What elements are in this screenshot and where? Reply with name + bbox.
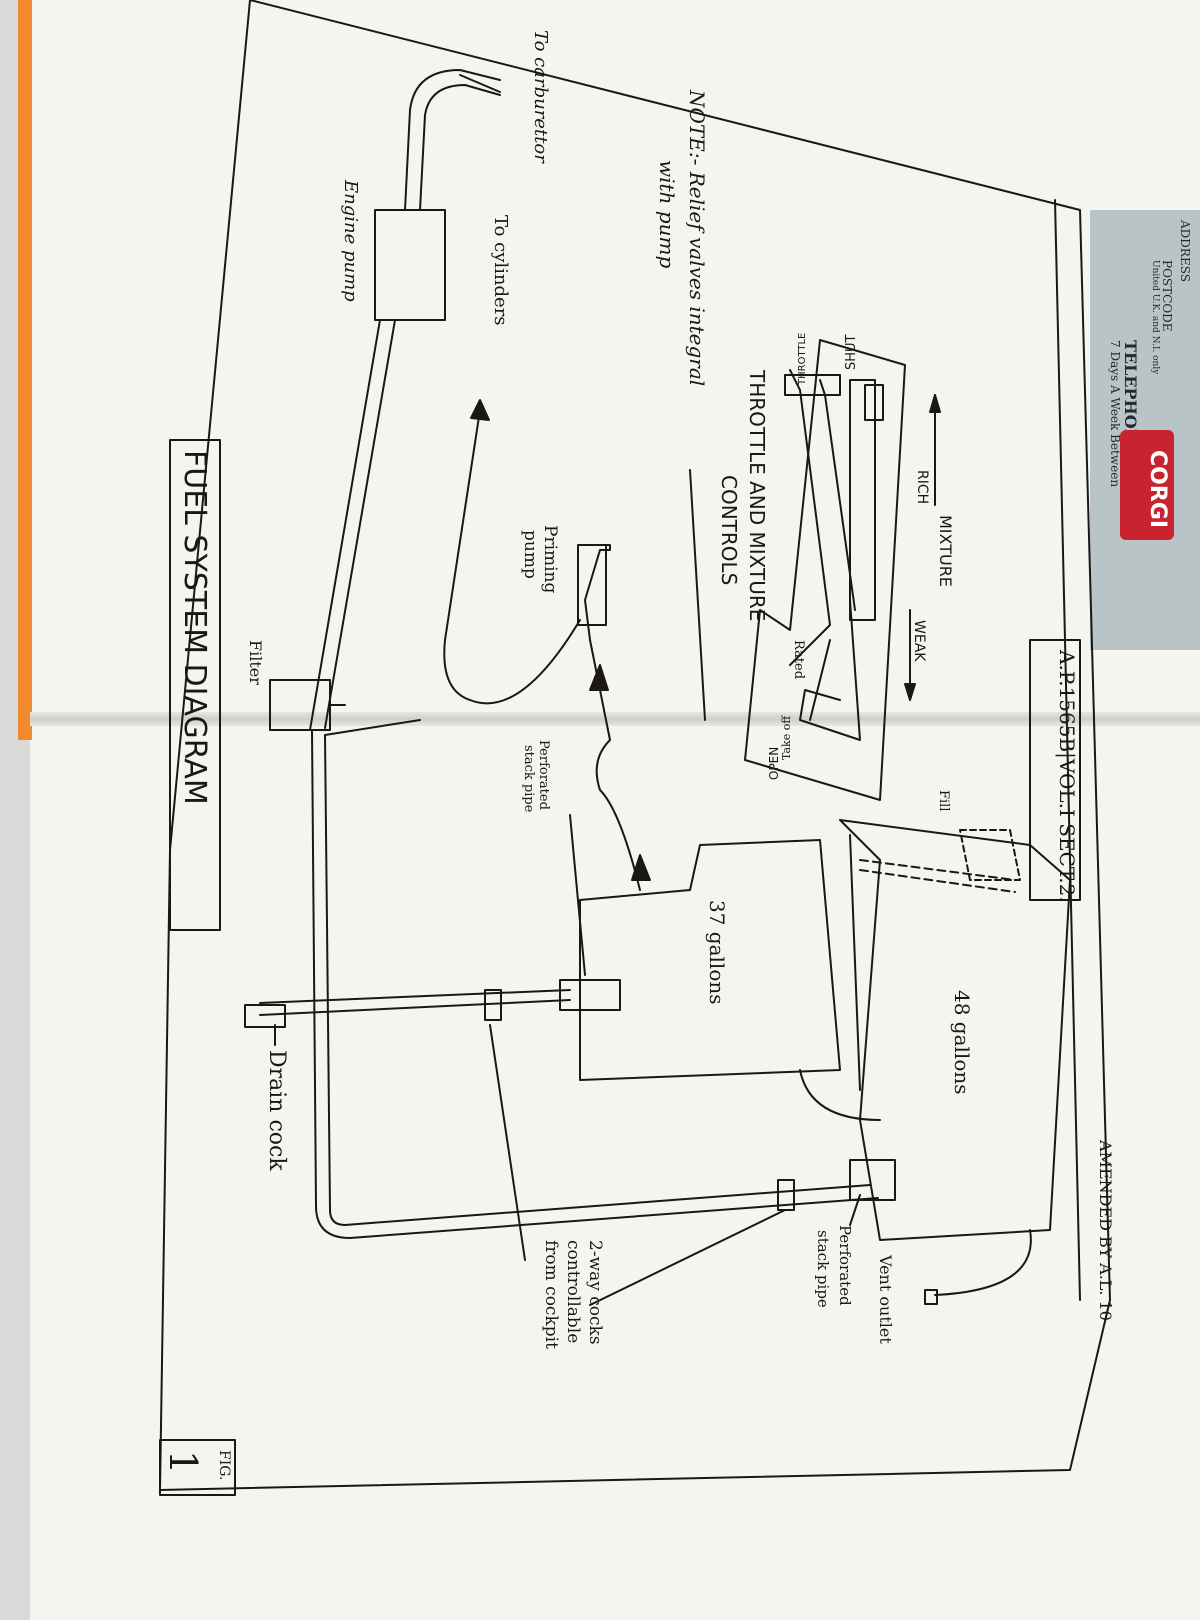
upper-stack-label-1: Perforated xyxy=(836,1225,854,1306)
cocks-label-1: 2-way cocks xyxy=(585,1240,605,1345)
publication-text: A.P.1565B|VOL.I SECT.2. xyxy=(1054,649,1079,903)
controls-title-1: THROTTLE AND MIXTURE xyxy=(745,369,769,621)
pump-to-carburettor-line xyxy=(404,69,501,211)
filler-neck xyxy=(959,829,1021,881)
engine-pump-box xyxy=(374,209,446,321)
take-off-label: Take off xyxy=(780,715,793,760)
cocks-label-3: from cockpit xyxy=(541,1240,561,1349)
mixture-label: MIXTURE xyxy=(936,515,955,587)
weak-label: WEAK xyxy=(911,620,927,662)
cocks-label-2: controllable xyxy=(563,1240,583,1343)
lower-stack-pipe xyxy=(559,979,621,1011)
border-inner-right xyxy=(1054,199,1081,1301)
mixture-slider xyxy=(849,379,876,621)
diagram-border xyxy=(159,0,1111,1491)
amendment-text: AMENDED BY A.L. 10 xyxy=(1096,1139,1115,1321)
bottom-tank-label: 37 gallons xyxy=(705,900,729,1005)
drain-cock-label: Drain cock xyxy=(264,1050,289,1171)
publication-box xyxy=(1029,639,1081,901)
priming-pump xyxy=(577,544,607,626)
two-way-cock-lower xyxy=(484,989,502,1021)
title-box xyxy=(169,439,221,931)
upper-tank-feed-line xyxy=(324,719,871,1226)
controls-panel xyxy=(744,339,906,801)
diagram-title: FUEL SYSTEM DIAGRAM xyxy=(177,450,212,805)
fig-number: 1 xyxy=(161,1450,205,1474)
cocks-leader xyxy=(489,1024,786,1306)
note-line-2: with pump xyxy=(655,160,679,268)
tank-48-gallons xyxy=(839,819,1071,1241)
vent-outlet-label: Vent outlet xyxy=(876,1254,895,1344)
drain-cock xyxy=(244,1004,286,1028)
rich-label: RICH xyxy=(914,470,930,504)
lower-tank-feed-line xyxy=(259,999,571,1016)
controls-title-2: CONTROLS xyxy=(717,475,741,585)
book-spine xyxy=(30,712,1200,726)
upper-stack-label-2: stack pipe xyxy=(814,1230,832,1308)
throttle-label: THROTTLE xyxy=(797,333,808,386)
to-cylinders-line xyxy=(443,409,581,705)
upper-stack-pipe xyxy=(849,1159,896,1201)
throttle-slot xyxy=(789,369,831,666)
corgi-logo xyxy=(1120,430,1174,540)
perforated-leader xyxy=(569,814,586,976)
priming-label-2: pump xyxy=(520,530,540,579)
tank-37-gallons xyxy=(579,839,841,1081)
lower-stack-label-2: stack pipe xyxy=(521,745,536,813)
tank-48-divider xyxy=(849,834,861,1091)
tank-connector xyxy=(799,1069,881,1121)
open-label: OPEN xyxy=(767,747,781,780)
vent-outlet-pipe xyxy=(934,1229,1032,1296)
filler-label: Fill xyxy=(936,790,951,812)
orange-page-edge xyxy=(18,0,32,740)
priming-feed-line xyxy=(589,639,641,891)
top-tank-label: 48 gallons xyxy=(950,990,974,1095)
shut-label: SHUT xyxy=(844,334,859,370)
priming-label-1: Priming xyxy=(540,525,560,594)
filter-box xyxy=(269,679,331,731)
lower-stack-label-1: Perforated xyxy=(536,740,551,810)
to-cylinders-label: To cylinders xyxy=(490,215,511,326)
rated-label: Rated xyxy=(791,640,806,679)
upper-stack-leader xyxy=(849,1194,861,1226)
fig-label: FIG. xyxy=(216,1450,232,1480)
note-line-1: NOTE:- Relief valves integral xyxy=(685,89,709,386)
to-carburettor-label: To carburettor xyxy=(530,30,551,164)
engine-pump-label: Engine pump xyxy=(340,179,361,302)
filter-label: Filter xyxy=(246,640,265,685)
fig-box xyxy=(159,1439,236,1496)
